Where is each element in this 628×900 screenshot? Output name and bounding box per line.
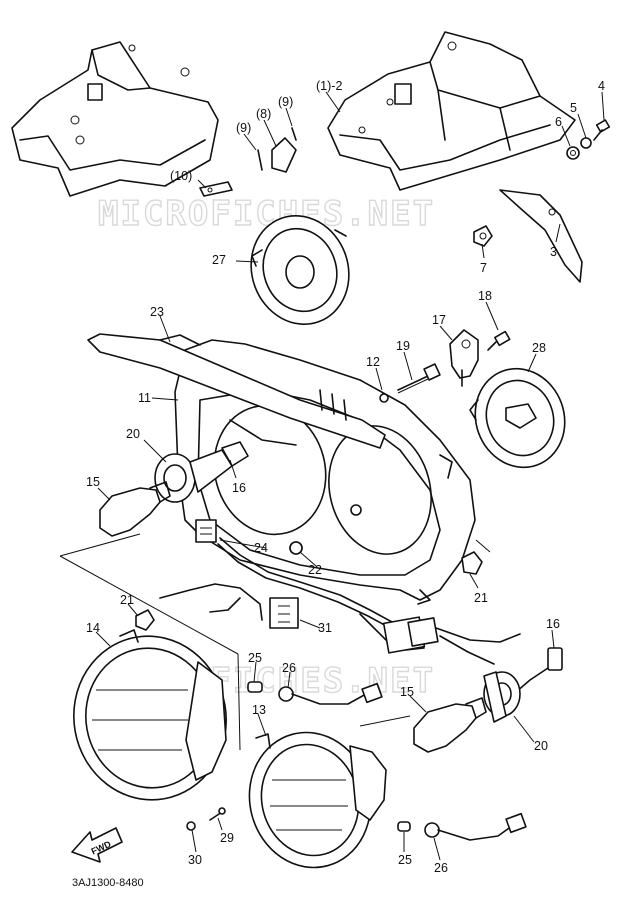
grommet-22	[289, 541, 303, 555]
label-11: 11	[138, 391, 151, 405]
small-brackets-8-9-10	[199, 127, 297, 197]
label-16b: 16	[546, 617, 560, 631]
rim-27	[250, 214, 350, 326]
socket-20-right	[483, 671, 521, 723]
label-4: 4	[598, 79, 605, 93]
label-10: (10)	[170, 169, 192, 183]
label-20a: 20	[126, 427, 140, 441]
bulb-15-left	[99, 481, 171, 537]
label-19: 19	[396, 339, 410, 353]
connector-16-right	[515, 647, 563, 693]
label-leaders	[95, 91, 605, 861]
label-12: 12	[366, 355, 380, 369]
part-labels: (1)-2 4 5 6 3 7 (8) (9) (9) (10) 27 23 1…	[86, 79, 605, 875]
label-31: 31	[318, 621, 332, 635]
nut-7	[473, 225, 493, 247]
label-24: 24	[254, 541, 268, 555]
label-21b: 21	[120, 593, 134, 607]
bolt-19	[397, 363, 441, 394]
adjuster-17	[449, 329, 479, 387]
label-15a: 15	[86, 475, 100, 489]
label-25b: 25	[398, 853, 412, 867]
label-17: 17	[432, 313, 446, 327]
stay-3	[499, 189, 583, 283]
label-18: 18	[478, 289, 492, 303]
socket-26-lower	[424, 812, 527, 841]
label-28: 28	[532, 341, 546, 355]
panel-23	[87, 333, 386, 449]
label-23: 23	[150, 305, 164, 319]
upper-bracket-left	[11, 41, 219, 197]
upper-bracket-right	[327, 31, 576, 191]
rim-28	[469, 367, 566, 469]
wire-harness-31	[159, 537, 521, 665]
bulb-25-upper	[247, 681, 263, 693]
diagram-part-number: 3AJ1300-8480	[72, 877, 144, 889]
label-21a: 21	[474, 591, 488, 605]
label-25a: 25	[248, 651, 262, 665]
bulb-25-lower	[397, 821, 411, 832]
label-29: 29	[220, 831, 234, 845]
headlight-14	[73, 629, 227, 801]
socket-26-upper	[278, 682, 383, 705]
label-9a: (9)	[236, 121, 251, 135]
label-8: (8)	[256, 107, 271, 121]
bolt-12	[379, 393, 389, 403]
connector-24	[195, 519, 217, 543]
grommet-21-left	[135, 609, 155, 631]
label-26b: 26	[434, 861, 448, 875]
bolt-18	[487, 330, 511, 351]
grommet-30	[186, 821, 196, 831]
label-22: 22	[308, 563, 322, 577]
label-30: 30	[188, 853, 202, 867]
bolts-4-5-6	[566, 119, 611, 160]
label-13: 13	[252, 703, 266, 717]
ribs	[229, 389, 347, 446]
label-1-2: (1)-2	[316, 79, 342, 93]
label-6: 6	[555, 115, 562, 129]
headlight-13	[248, 731, 387, 869]
guide-lines	[59, 533, 491, 751]
label-7: 7	[480, 261, 487, 275]
label-5: 5	[570, 101, 577, 115]
screw-29	[209, 807, 226, 821]
label-14: 14	[86, 621, 100, 635]
label-26a: 26	[282, 661, 296, 675]
bulb-15-right	[413, 697, 487, 753]
label-15b: 15	[400, 685, 414, 699]
grommet-21-right	[461, 551, 483, 575]
label-16a: 16	[232, 481, 246, 495]
label-3: 3	[550, 245, 557, 259]
label-27: 27	[212, 253, 226, 267]
label-9b: (9)	[278, 95, 293, 109]
fwd-arrow-icon: FWD	[71, 827, 123, 863]
headlight-frame-11	[174, 339, 476, 605]
label-20b: 20	[534, 739, 548, 753]
